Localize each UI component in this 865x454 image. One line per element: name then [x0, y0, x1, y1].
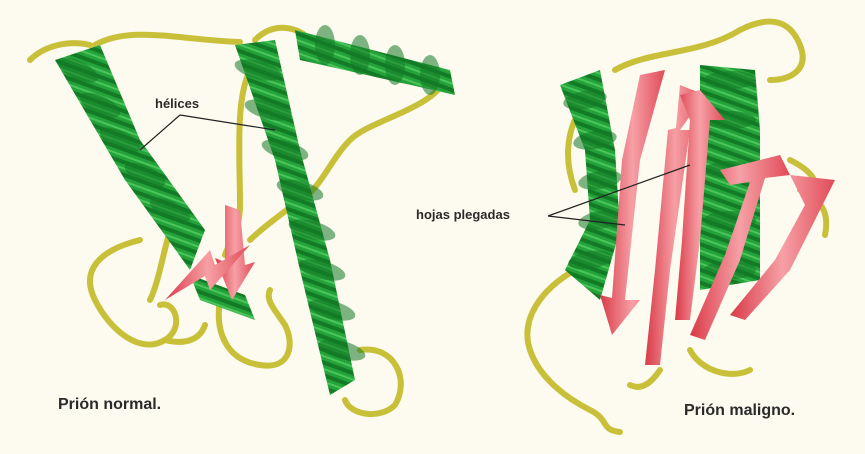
normal-helix-center: [232, 40, 367, 395]
sheets-label: hojas plegadas: [416, 207, 510, 222]
malignant-prion: [527, 22, 835, 432]
normal-prion: [30, 25, 455, 414]
malignant-prion-caption: Prión maligno.: [684, 402, 795, 420]
normal-helix-left: [54, 45, 205, 270]
normal-helix-small: [190, 275, 255, 320]
normal-helix-top: [295, 25, 455, 95]
helices-label: hélices: [155, 96, 199, 111]
malignant-helix-left: [560, 70, 623, 300]
normal-prion-caption: Prión normal.: [58, 396, 161, 414]
helices-leader-left: [140, 115, 180, 150]
